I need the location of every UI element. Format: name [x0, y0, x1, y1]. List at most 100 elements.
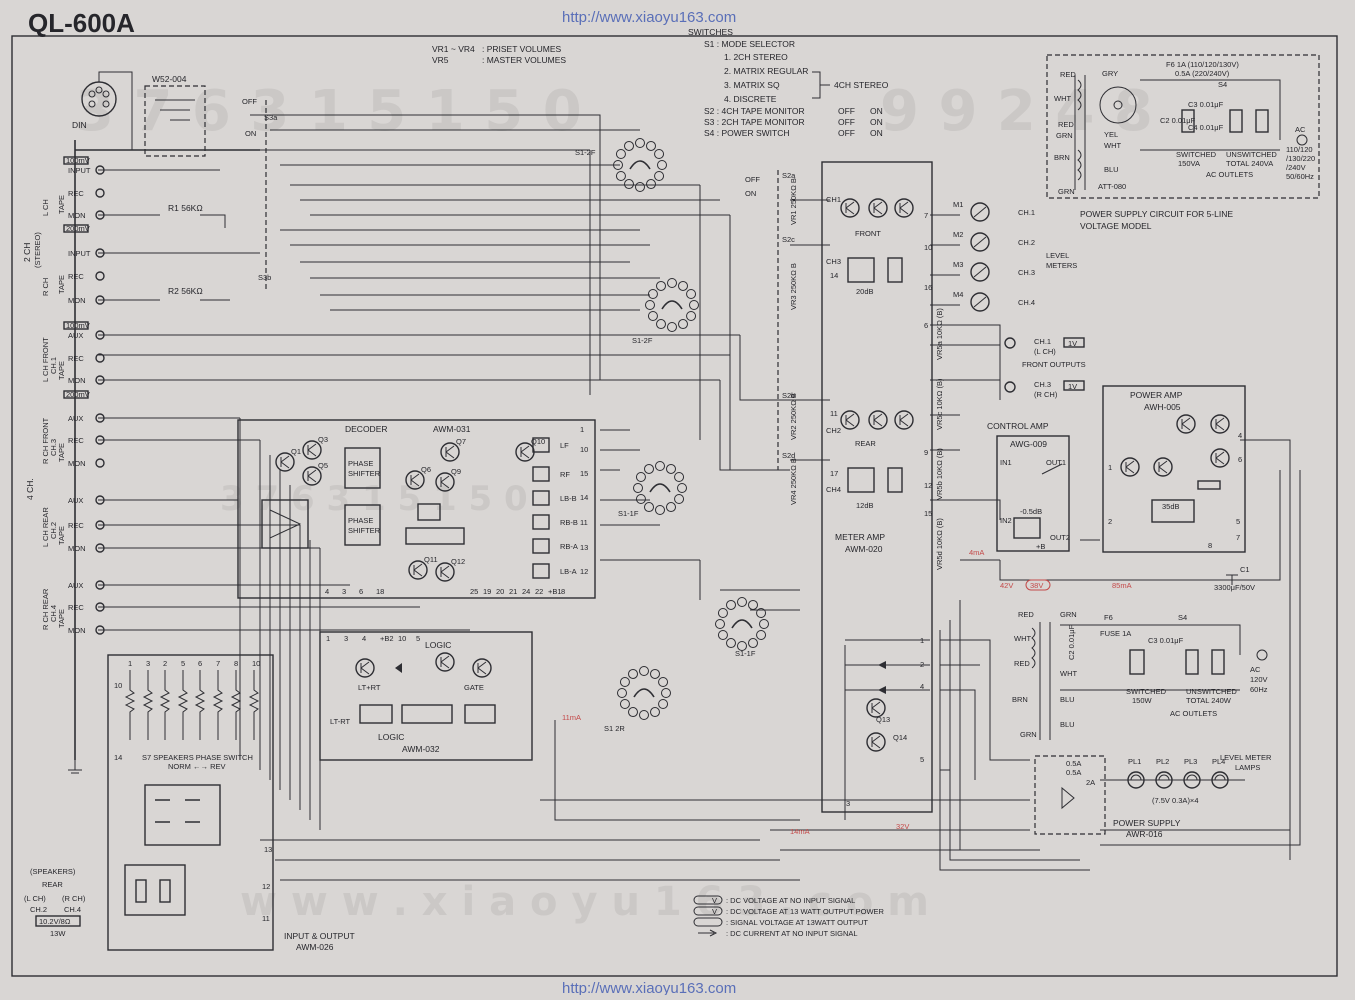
speakers-ch2: CH.2 — [30, 905, 47, 914]
watermark-digits-2: 9 9 2 4 8 — [880, 79, 1153, 144]
mp-c3: C3 0.01μF — [1148, 636, 1184, 645]
meter-id: M1 — [953, 200, 963, 209]
speakers-rear: REAR — [42, 880, 63, 889]
input-jack[interactable]: MON — [68, 458, 105, 468]
jack-label: MON — [68, 544, 86, 553]
mp-switched-w: 150W — [1132, 696, 1153, 705]
pilot-lamp: PL3 — [1183, 757, 1201, 789]
tape-label: TAPE — [57, 275, 66, 294]
switch-s1: S1 : MODE SELECTOR — [704, 39, 795, 49]
decoder-pin: 3 — [342, 587, 346, 596]
decoder-output-label: RB-A — [560, 542, 578, 551]
mp-wire-wht: WHT — [1014, 634, 1031, 643]
transistor-icon-label: Q9 — [451, 467, 461, 476]
meter-channel: CH.2 — [1018, 238, 1035, 247]
s2c-label: S2c — [782, 235, 795, 244]
io-pin: 11 — [262, 914, 270, 923]
p5-fuse-2: 0.5A (220/240V) — [1175, 69, 1230, 78]
meter-ch2: CH2 — [826, 426, 841, 435]
decoder-output-buffer — [532, 466, 550, 482]
two-ch-label: 2 CH — [22, 243, 32, 262]
logic-lr-minus: LT-RT — [330, 717, 351, 726]
switch-s2-on: ON — [870, 106, 883, 116]
watermark-url: w w w . x i a o y u 1 6 3 . c o m — [240, 879, 929, 925]
mp-c2: C2 0.01μF — [1067, 624, 1076, 660]
mp-unswitched-w: TOTAL 240W — [1186, 696, 1232, 705]
power-amp-pin: 1 — [1108, 463, 1112, 472]
logic-gate: GATE — [464, 683, 484, 692]
mp-wire-red: RED — [1018, 610, 1034, 619]
vr-preset-key: VR1 ~ VR4 — [432, 44, 475, 54]
level-2: 200mV — [66, 224, 90, 233]
input-jack[interactable]: REC — [68, 271, 105, 281]
speaker-switch-norm: NORM ←→ REV — [168, 762, 226, 771]
ground-icon — [68, 760, 82, 774]
mode-selector-wafer[interactable]: S1-1F — [618, 461, 687, 519]
p5-ac-v2: /130/220 — [1286, 154, 1315, 163]
lamp-icon — [1155, 771, 1173, 789]
front-level-3: 1V — [1068, 382, 1077, 391]
meter-pin: 15 — [924, 509, 932, 518]
jack-group-label: R CH REAR — [41, 588, 50, 630]
logic-pin: 1 — [326, 634, 330, 643]
mode-selector-wafer[interactable]: S1 2R — [604, 666, 671, 734]
meter-amp-box — [821, 161, 933, 813]
io-pin: 1 — [128, 659, 132, 668]
meas-14ma: 14mA — [790, 827, 810, 836]
watermark-digits: 3 7 6 3 1 5 1 5 0 — [75, 79, 582, 144]
input-jack[interactable]: REC — [68, 353, 105, 363]
io-part: AWM-026 — [296, 942, 334, 952]
meter-pin: 7 — [924, 211, 928, 220]
s3a-label: S3a — [264, 113, 278, 122]
transistor-icon-label: Q3 — [318, 435, 328, 444]
level-meters-label-2: METERS — [1046, 261, 1077, 270]
control-amp-title: CONTROL AMP — [987, 421, 1049, 431]
mp-wire-blu: BLU — [1060, 695, 1075, 704]
meas-38v: 38V — [1030, 581, 1043, 590]
mode-4: 4. DISCRETE — [724, 94, 777, 104]
decoder-pin: 19 — [483, 587, 491, 596]
front-level-1: 1V — [1068, 339, 1077, 348]
s3b-label: S3b — [258, 273, 271, 282]
s2d-label: S2d — [782, 451, 795, 460]
output-jack-ch3 — [1004, 381, 1016, 393]
control-in1: IN1 — [1000, 458, 1012, 467]
control-db: -0.5dB — [1020, 507, 1042, 516]
p5-ac-v1: 110/120 — [1286, 145, 1313, 154]
transistor-icon — [1120, 457, 1140, 477]
input-panel: DIN W52-004 100mV 200mV 100mV 200mV INPU… — [22, 71, 260, 760]
mode-selector-wafer[interactable]: S1-1F — [715, 597, 769, 659]
io-pin: 7 — [216, 659, 220, 668]
decoder-pin: 20 — [496, 587, 504, 596]
legend-text: : DC VOLTAGE AT NO INPUT SIGNAL — [726, 896, 855, 905]
decoder-output-buffer — [532, 538, 550, 554]
input-jack[interactable]: REC — [68, 188, 105, 198]
mode-selector-wafer[interactable]: S1-2F — [632, 278, 699, 346]
transistor-icon: Q1 — [275, 447, 301, 472]
mp-wire-wht2: WHT — [1060, 669, 1077, 678]
decoder-block: DECODER AWM-031 PHASE SHIFTER PHASE SHIF… — [237, 419, 596, 599]
transistor-icon: Q11 — [408, 555, 438, 580]
power-amp-pin: 4 — [1238, 431, 1242, 440]
decoder-pin: 21 — [509, 587, 517, 596]
meter-pin: 16 — [924, 283, 932, 292]
mp-ac-hz: 60Hz — [1250, 685, 1268, 694]
vr5a-label: VR5a 10KΩ (B) — [935, 308, 944, 360]
jack-icon — [95, 353, 105, 363]
decoder-box — [237, 419, 596, 599]
io-pin: 2 — [163, 659, 167, 668]
w52-box — [144, 85, 206, 157]
meter-12db: 12dB — [856, 501, 874, 510]
quad-stereo-label: 4CH STEREO — [834, 80, 889, 90]
jack-label: REC — [68, 189, 84, 198]
transistor-icon: Q12 — [435, 557, 465, 582]
control-out2: OUT2 — [1050, 533, 1070, 542]
meter-channel: CH.4 — [1018, 298, 1035, 307]
jack-label: REC — [68, 436, 84, 445]
transistor-icon-label: Q11 — [424, 555, 438, 564]
mode-selector-wafer[interactable]: S1-2F — [575, 138, 667, 192]
